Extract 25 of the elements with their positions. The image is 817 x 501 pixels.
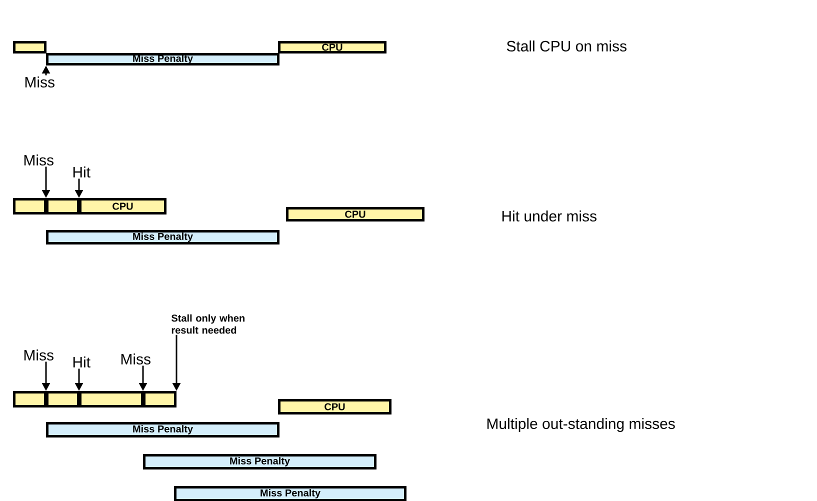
timeline-bar: Miss Penalty	[174, 486, 406, 501]
event-label: Miss	[121, 354, 150, 364]
timeline-bar: CPU	[278, 399, 392, 414]
bar-segment	[46, 391, 80, 408]
bar-segment	[46, 198, 80, 214]
bar-segment	[143, 391, 176, 408]
event-label: Miss	[25, 76, 54, 88]
timeline-bar: CPU	[278, 41, 386, 54]
timeline-bar: Miss Penalty	[143, 454, 376, 470]
event-label: Hit	[73, 356, 90, 368]
timeline-bar: Miss Penalty	[46, 53, 280, 66]
caption-text: Multiple out-standing misses	[487, 418, 675, 432]
note-text: Stall only when result needed	[171, 314, 244, 334]
caption-text: Stall CPU on miss	[506, 40, 626, 52]
timeline-bar: Miss Penalty	[46, 230, 280, 244]
timeline-bar: CPU	[286, 207, 424, 222]
event-label: Miss	[24, 350, 54, 360]
timeline-bar: Miss Penalty	[46, 422, 280, 438]
event-label: Hit	[73, 166, 90, 178]
bar-segment	[13, 391, 46, 408]
bar-segment	[79, 391, 144, 408]
event-label: Miss	[24, 154, 54, 166]
caption-text: Hit under miss	[502, 210, 596, 222]
bar-segment	[13, 41, 46, 54]
bar-segment	[13, 198, 46, 214]
